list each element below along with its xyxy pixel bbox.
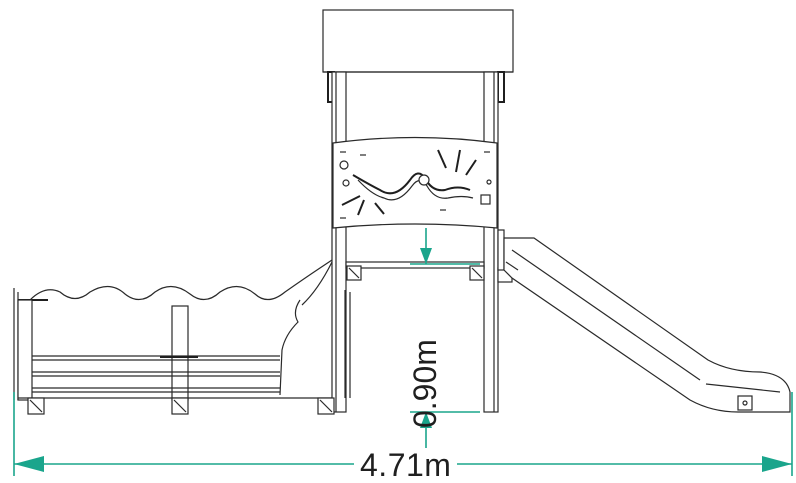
platform-deck bbox=[345, 229, 513, 283]
tower-roof bbox=[322, 9, 514, 103]
activity-panel bbox=[332, 136, 498, 229]
crawl-tunnel-section bbox=[13, 259, 351, 415]
platform-height-dimension bbox=[410, 228, 480, 448]
platform-height-label-wrap: 0.90m bbox=[384, 231, 443, 428]
platform-height-label: 0.90m bbox=[407, 339, 443, 428]
slide bbox=[503, 237, 791, 413]
overall-width-label: 4.71m bbox=[354, 448, 458, 482]
